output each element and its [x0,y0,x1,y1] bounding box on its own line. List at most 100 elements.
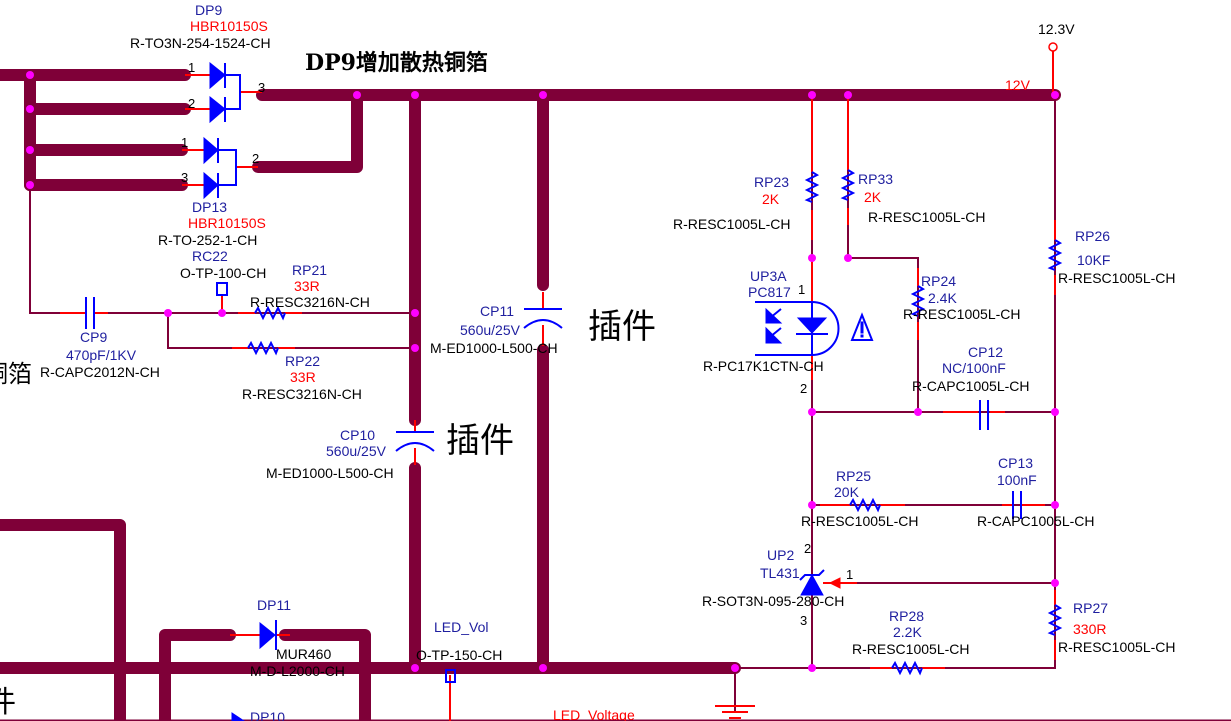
plugin-note: 插件 [446,421,514,461]
rp28-resistor-icon [870,660,945,676]
trace-dp11 [159,629,371,721]
up3a-footprint: R-PC17K1CTN-CH [703,358,824,374]
dp13-pin: 3 [181,170,188,185]
led-vol-ref: LED_Vol [434,619,488,635]
dp10-ref: DP10 [250,709,285,721]
rp22-resistor-icon [232,340,295,356]
rp24-resistor-icon [910,268,926,340]
cp12-footprint: R-CAPC1005L-CH [912,378,1029,394]
rp26-ref: RP26 [1075,228,1110,244]
rp22-footprint: R-RESC3216N-CH [242,386,362,402]
cp12-capacitor-icon [943,400,1005,430]
dp11-value: MUR460 [276,646,331,662]
rp23-value: 2K [762,191,780,207]
plugin-note-partial: 件 [0,685,16,720]
cp12-ref: CP12 [968,344,1003,360]
cp10-value: 560u/25V [326,443,387,459]
dp13-pin: 1 [181,135,188,150]
dp11-diode-icon [230,620,290,650]
junction-dots [26,71,1059,672]
rp22-value: 33R [290,369,316,385]
rp24-value: 2.4K [928,290,957,306]
dp9-diode-icon [185,61,262,124]
rp21-value: 33R [294,278,320,294]
rc22-ref: RC22 [192,248,228,264]
cp10-footprint: M-ED1000-L500-CH [266,465,394,481]
dp9-ref: DP9 [195,2,222,18]
cp13-value: 100nF [997,472,1037,488]
rp27-ref: RP27 [1073,600,1108,616]
power-traces [0,69,1061,721]
cp13-capacitor-icon [1002,491,1045,519]
rp26-resistor-icon [1047,220,1063,295]
up2-ref: UP2 [767,547,794,563]
cp9-value: 470pF/1KV [66,347,137,363]
trace-dp13-output [252,89,363,173]
dp13-pin: 2 [252,151,259,166]
rp23-ref: RP23 [754,174,789,190]
rp28-ref: RP28 [889,608,924,624]
dp13-value: HBR10150S [188,215,266,231]
trace-input-branches [24,103,191,191]
rp33-value: 2K [864,189,882,205]
rp25-footprint: R-RESC1005L-CH [801,513,918,529]
dp11-footprint: M-D-L2000-CH [250,663,345,679]
rp23-footprint: R-RESC1005L-CH [673,216,790,232]
rp21-ref: RP21 [292,262,327,278]
rp21-footprint: R-RESC3216N-CH [250,294,370,310]
dp9-pin: 2 [188,96,195,111]
dp13-ref: DP13 [192,199,227,215]
cp13-ref: CP13 [998,455,1033,471]
cp12-value: NC/100nF [942,360,1006,376]
rp26-value: 10KF [1077,252,1110,268]
rp24-ref: RP24 [921,273,956,289]
power-port-12v3 [1048,42,1058,95]
cp9-capacitor-icon [60,297,108,329]
up3a-value: PC817 [748,284,791,300]
cp10-capacitor-icon [395,420,435,465]
dp10-diode-icon [231,712,245,721]
cp10-ref: CP10 [340,427,375,443]
rp25-resistor-icon [820,497,905,513]
rp26-footprint: R-RESC1005L-CH [1058,270,1175,286]
net-12v-label: 12V [1005,77,1031,93]
cp11-capacitor-icon [523,292,563,346]
rc22-footprint: O-TP-100-CH [180,265,266,281]
dp13-diode-icon [182,136,258,200]
cp9-ref: CP9 [80,329,107,345]
signal-wires [0,95,1231,721]
up2-value: TL431 [760,565,800,581]
led-voltage-net-label: LED_Voltage [553,707,635,721]
up2-tl431-icon [799,569,857,596]
plugin-note: 插件 [588,307,656,347]
up3a-pin: 1 [798,282,805,297]
rp33-footprint: R-RESC1005L-CH [868,209,985,225]
led-vol-footprint: O-TP-150-CH [416,647,502,663]
dp9-footprint: R-TO3N-254-1524-CH [130,35,271,51]
dp13-footprint: R-TO-252-1-CH [158,232,257,248]
cp13-footprint: R-CAPC1005L-CH [977,513,1094,529]
rp27-footprint: R-RESC1005L-CH [1058,639,1175,655]
rp25-ref: RP25 [836,468,871,484]
rp22-ref: RP22 [285,353,320,369]
up3a-optocoupler-icon [755,258,874,380]
rp21-resistor-icon [238,305,302,321]
up2-footprint: R-SOT3N-095-280-CH [702,593,844,609]
rp24-footprint: R-RESC1005L-CH [903,306,1020,322]
rp28-value: 2.2K [893,624,922,640]
ground-symbol [715,705,755,719]
dp11-ref: DP11 [257,597,291,613]
cp9-footprint: R-CAPC2012N-CH [40,364,160,380]
cp11-footprint: M-ED1000-L500-CH [430,340,558,356]
power-label: 12.3V [1038,21,1075,37]
up3a-ref: UP3A [750,268,787,284]
dp9-pin: 3 [258,80,265,95]
rp27-value: 330R [1073,621,1106,637]
up3a-pin: 2 [800,381,807,396]
up2-pin: 2 [804,541,811,556]
rp23-resistor-icon [804,95,820,240]
cp11-value: 560u/25V [460,322,521,338]
heatsink-note-partial: 铜箔 [0,360,32,388]
dp9-pin: 1 [188,60,195,75]
